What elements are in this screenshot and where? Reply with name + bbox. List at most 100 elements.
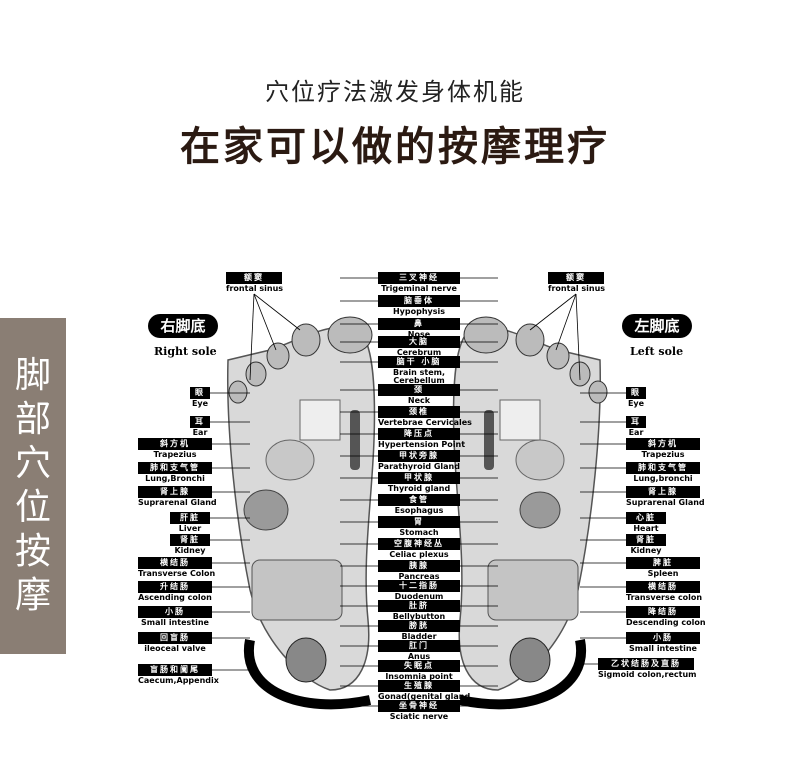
left-sole-label-cn: 耳 <box>626 416 646 428</box>
center-label-cn: 肛门 <box>378 640 460 652</box>
left-sole-label-cn: 额窦 <box>548 272 604 284</box>
center-label-cn: 三叉神经 <box>378 272 460 284</box>
right-sole-label-cn: 眼 <box>190 387 210 399</box>
left-sole-label: Left sole <box>630 345 684 358</box>
leader-line <box>555 293 577 351</box>
right-sole-label-en: Ascending colon <box>138 593 212 602</box>
left-sole-label-en: Kidney <box>630 546 662 555</box>
center-label-en: Neck <box>407 396 431 405</box>
right-sole-label-cn: 肺和支气管 <box>138 462 212 474</box>
right-sole-label-cn: 横结肠 <box>138 557 212 569</box>
right-sole-label-cn: 额窦 <box>226 272 282 284</box>
left-sole-label-en: Lung,bronchi <box>633 474 693 483</box>
left-sole-label-cn: 心脏 <box>626 512 666 524</box>
center-label-cn: 大脑 <box>378 336 460 348</box>
leader-line <box>575 293 581 381</box>
center-label-cn: 降压点 <box>378 428 460 440</box>
center-label-en: Stomach <box>399 528 439 537</box>
center-label-en: Vertebrae Cervicales <box>378 418 472 427</box>
left-sole-label-cn: 眼 <box>626 387 646 399</box>
center-label-en: Hypertension Point <box>378 440 466 449</box>
right-sole-label-en: Eye <box>191 399 209 408</box>
center-label-en: Brain stem, Cerebellum <box>392 368 446 385</box>
side-tab: 脚 部 穴 位 按 摩 <box>0 318 66 654</box>
right-sole-label-en: Liver <box>178 524 202 533</box>
left-sole-label-en: Transverse colon <box>626 593 703 602</box>
center-label-en: Duodenum <box>394 592 444 601</box>
right-sole-label-cn: 盲肠和阑尾 <box>138 664 212 676</box>
center-label-cn: 甲状腺 <box>378 472 460 484</box>
right-sole-label-cn: 肝脏 <box>170 512 210 524</box>
right-sole-label-en: Suprarenal Gland <box>138 498 217 507</box>
center-label-cn: 十二指肠 <box>378 580 460 592</box>
center-label-en: Sciatic nerve <box>389 712 449 721</box>
left-sole-label-cn: 肾脏 <box>626 534 666 546</box>
side-tab-char: 部 <box>14 399 51 440</box>
left-sole-label-cn: 脾脏 <box>626 557 700 569</box>
right-spine-marker <box>350 410 360 470</box>
center-label-cn: 空腹神经丛 <box>378 538 460 550</box>
side-tab-char: 按 <box>14 531 51 572</box>
left-sole-label-en: Heart <box>633 524 659 533</box>
side-tab-char: 脚 <box>14 355 51 396</box>
leader-line <box>253 293 277 351</box>
right-sole-label-en: Kidney <box>174 546 206 555</box>
left-sole-label-cn: 肺和支气管 <box>626 462 700 474</box>
left-sole-label-en: Suprarenal Gland <box>626 498 705 507</box>
right-sole-label-en: Lung,Bronchi <box>145 474 205 483</box>
left-sole-label-en: Ear <box>628 428 644 437</box>
side-tab-char: 位 <box>14 487 51 528</box>
center-label-en: Pancreas <box>398 572 440 581</box>
left-sole-label-en: Spleen <box>647 569 679 578</box>
left-sole-label-en: Small intestine <box>629 644 697 653</box>
left-sole-label-cn: 肾上腺 <box>626 486 700 498</box>
center-label-cn: 颈 <box>378 384 460 396</box>
center-label-cn: 脑垂体 <box>378 295 460 307</box>
left-sole-label-en: Trapezius <box>641 450 685 459</box>
leader-line <box>529 293 577 331</box>
center-label-cn: 颈椎 <box>378 406 460 418</box>
leader-line <box>253 293 301 331</box>
side-tab-char: 穴 <box>14 443 51 484</box>
center-label-cn: 胰腺 <box>378 560 460 572</box>
center-label-cn: 脑干 小脑 <box>378 356 460 368</box>
right-sole-label-en: Ear <box>192 428 208 437</box>
right-sole-label-cn: 耳 <box>190 416 210 428</box>
leader-lines <box>210 277 626 707</box>
center-label-cn: 膀胱 <box>378 620 460 632</box>
right-sole-label-en: Caecum,Appendix <box>138 676 219 685</box>
right-sole-illustration <box>227 316 376 710</box>
left-sole-label-cn: 降结肠 <box>626 606 700 618</box>
center-label-en: Hypophysis <box>392 307 446 316</box>
leader-line <box>249 293 255 381</box>
right-sole-label-cn: 肾上腺 <box>138 486 212 498</box>
left-sole-label-en: Sigmoid colon,rectum <box>598 670 697 679</box>
